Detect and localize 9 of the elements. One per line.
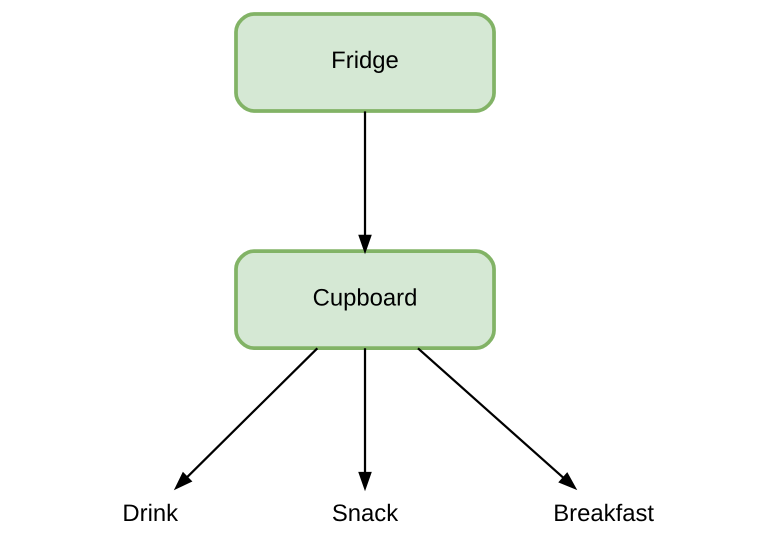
node-text: Breakfast (552, 500, 654, 527)
arrow (358, 111, 372, 254)
arrow (416, 347, 577, 490)
node-box: Fridge (234, 12, 496, 113)
node-text: Drink (122, 500, 178, 527)
node-box: Cupboard (234, 249, 496, 350)
arrow (173, 348, 318, 490)
arrow (358, 348, 372, 492)
node-text: Snack (331, 500, 398, 527)
